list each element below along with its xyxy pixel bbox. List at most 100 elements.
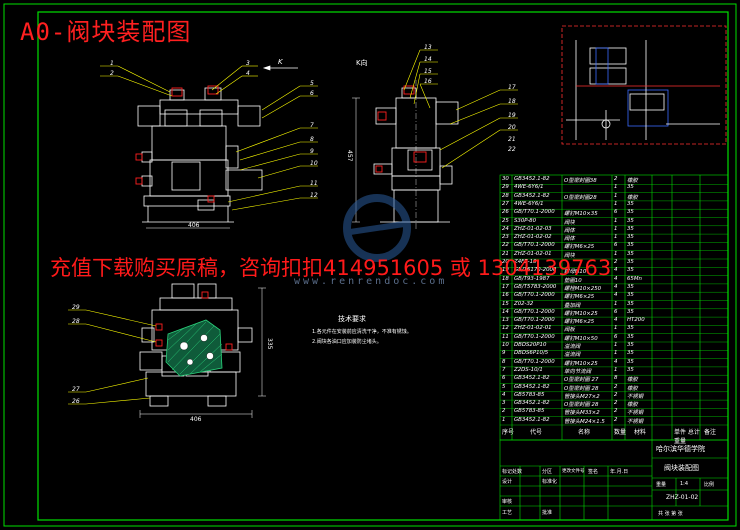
callout-4: 4 (246, 70, 250, 77)
callout-13: 13 (424, 44, 432, 51)
bom-cell-r4-c1: GB5783-85 (514, 391, 545, 398)
tb-zone-label: 分区 (542, 469, 553, 475)
tb-approve-label: 批准 (542, 510, 553, 516)
callout-8: 8 (310, 136, 314, 143)
bom-cell-r25-c0: 25 (502, 217, 509, 224)
bom-cell-r18-c2: 垫圈10 (564, 277, 582, 284)
tb-sign-label: 签名 (588, 469, 599, 475)
drawing-number: ZHZ-01-02 (666, 494, 699, 501)
bom-cell-r14-c0: 14 (502, 308, 509, 315)
bom-cell-r10-c1: DBDS20P10 (514, 342, 547, 348)
callout-11: 11 (310, 180, 318, 187)
callout-14: 14 (424, 56, 432, 63)
bom-cell-r18-c3: 4 (614, 275, 618, 282)
bom-cell-r17-c4: 35 (627, 283, 634, 290)
bom-cell-r11-c3: 6 (614, 333, 618, 340)
bom-cell-r5-c4: 橡胶 (627, 385, 638, 392)
bom-cell-r30-c3: 2 (614, 176, 618, 182)
bom-cell-r16-c2: 螺钉M6×25 (564, 294, 595, 301)
tech-req-title: 技术要求 (338, 315, 366, 323)
bom-cell-r2-c3: 2 (614, 408, 618, 415)
bom-cell-r23-c1: ZHZ-01-02-02 (514, 234, 552, 241)
bom-header-1: 代号 (530, 429, 543, 436)
dim-front-width: 406 (188, 222, 200, 229)
bottom-view (139, 283, 253, 407)
bom-cell-r3-c3: 2 (614, 400, 618, 407)
bom-header-0: 序号 (502, 429, 515, 436)
bom-cell-r9-c4: 35 (627, 350, 634, 357)
bom-cell-r11-c0: 11 (502, 333, 509, 340)
bom-cell-r26-c2: 螺钉M10×35 (564, 211, 598, 218)
bom-cell-r26-c4: 35 (627, 209, 634, 216)
bom-cell-r23-c0: 23 (502, 234, 509, 241)
bom-cell-r22-c2: 螺钉M6×25 (564, 244, 595, 251)
callout-15: 15 (424, 68, 432, 75)
bom-cell-r23-c4: 35 (627, 234, 634, 241)
bom-header-5: 单件 总计 重量 (674, 429, 700, 445)
bom-cell-r8-c1: GB/T70.1-2000 (514, 358, 555, 365)
bom-cell-r13-c3: 4 (614, 317, 618, 324)
callout-26: 26 (72, 398, 80, 405)
bom-cell-r8-c0: 8 (502, 358, 506, 365)
bom-cell-r6-c3: 8 (614, 375, 618, 382)
bom-cell-r20-c0: 20 (502, 259, 509, 265)
bom-cell-r20-c1: Z4FE-10 (514, 259, 537, 265)
callout-10: 10 (310, 160, 318, 167)
bom-cell-r19-c4: 35 (627, 267, 634, 274)
hydraulic-schematic (561, 25, 727, 145)
bom-cell-r28-c3: 1 (614, 192, 618, 199)
bom-cell-r7-c1: Z2DS-10/1 (514, 366, 543, 373)
bom-cell-r14-c2: 螺钉M10×25 (564, 310, 598, 317)
bottom-view-dims (139, 287, 266, 418)
tb-date-label: 年.月.日 (610, 469, 629, 475)
callout-29: 29 (72, 304, 80, 311)
bom-cell-r19-c3: 4 (614, 267, 618, 274)
bottom-view-red-details (155, 291, 233, 351)
bom-cell-r17-c2: 螺栓M10×250 (564, 285, 602, 292)
bom-cell-r1-c0: 1 (502, 416, 506, 423)
bom-cell-r29-c3: 1 (614, 184, 618, 191)
bom-cell-r8-c3: 4 (614, 358, 618, 365)
bom-cell-r25-c2: 阀块 (564, 219, 575, 226)
callout-6: 6 (310, 90, 314, 97)
bom-cell-r24-c1: ZHZ-01-02-03 (514, 225, 552, 232)
bom-cell-r9-c3: 1 (614, 350, 618, 357)
k-view-red-details (375, 85, 427, 173)
bom-cell-r25-c4: 35 (627, 217, 634, 224)
bom-cell-r27-c4: 35 (627, 200, 634, 207)
bom-cell-r26-c0: 26 (502, 209, 509, 216)
bom-cell-r15-c4: 35 (627, 300, 634, 307)
bom-cell-r12-c3: 1 (614, 325, 618, 332)
bom-cell-r12-c0: 12 (502, 325, 509, 332)
bom-cell-r27-c3: 1 (614, 200, 618, 207)
bom-cell-r22-c1: GB/T70.1-2000 (514, 242, 555, 249)
bom-header-4: 材料 (634, 429, 647, 436)
outer-frame (3, 3, 737, 527)
dim-bottom-width: 406 (190, 416, 202, 423)
callout-16: 16 (424, 78, 432, 85)
bom-cell-r23-c3: 1 (614, 234, 618, 241)
tb-check-label: 审核 (502, 499, 513, 505)
bom-cell-r17-c0: 17 (502, 283, 509, 290)
bom-cell-r18-c4: 65Mn (627, 275, 642, 282)
bom-cell-r18-c0: 18 (502, 275, 509, 282)
tech-req-line1: 1.各元件在安装前应清洗干净，不准有锈蚀。 (312, 329, 412, 335)
bom-cell-r13-c0: 13 (502, 317, 509, 324)
bom-cell-r1-c4: 不锈钢 (627, 418, 644, 425)
bom-cell-r15-c1: Z02-32 (514, 300, 534, 307)
dim-bottom-height: 335 (266, 338, 273, 350)
bom-cell-r2-c1: GB5783-85 (514, 408, 545, 415)
bom-cell-r17-c3: 4 (614, 283, 618, 290)
callout-22: 22 (508, 146, 516, 153)
bom-cell-r25-c3: 1 (614, 217, 618, 224)
bom-cell-r28-c0: 28 (502, 192, 509, 199)
bom-cell-r17-c1: GB/T5783-2000 (514, 283, 557, 290)
bom-grid (499, 174, 729, 441)
callout-5: 5 (310, 80, 314, 87)
k-direction-arrow (262, 65, 298, 71)
title-block-grid (499, 439, 729, 521)
bom-cell-r26-c1: GB/T70.1-2000 (514, 209, 555, 216)
callout-18: 18 (508, 98, 516, 105)
bom-cell-r24-c4: 35 (627, 225, 634, 232)
bom-cell-r5-c3: 2 (614, 383, 618, 390)
